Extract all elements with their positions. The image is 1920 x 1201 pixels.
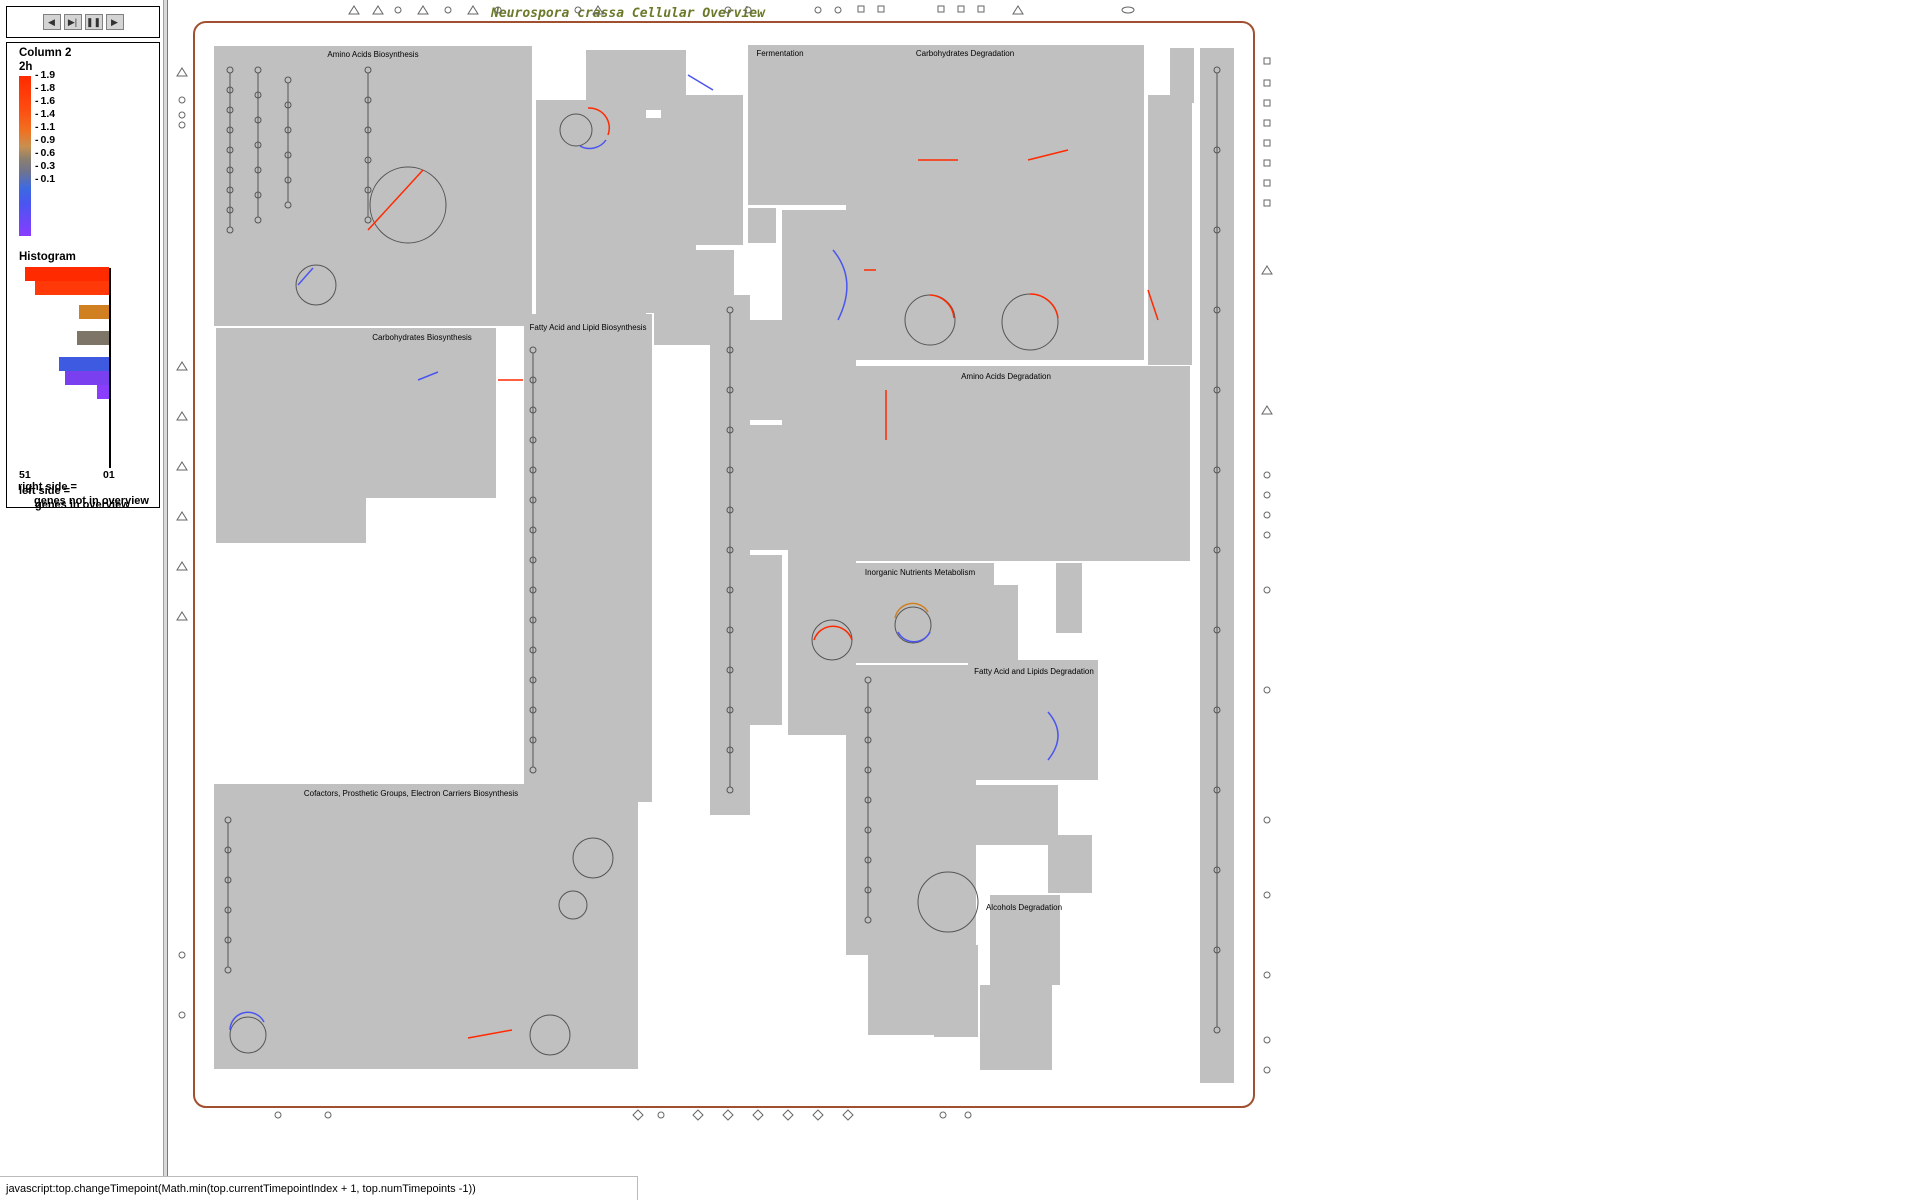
legend-tick: 0.9 [35, 134, 55, 146]
region-block[interactable] [968, 785, 1058, 845]
histogram-title: Histogram [19, 251, 76, 263]
region-label: Amino Acids Degradation [961, 372, 1051, 381]
region-block[interactable] [1148, 95, 1192, 365]
region-block[interactable] [868, 950, 936, 1035]
legend-tick: 1.1 [35, 121, 55, 133]
region-amino-acids-biosynthesis[interactable] [214, 46, 532, 326]
histogram-axis [109, 268, 111, 468]
region-block[interactable] [782, 210, 856, 540]
legend-note: genes not in overview [34, 494, 149, 508]
region-block[interactable] [1056, 563, 1082, 633]
region-block[interactable] [748, 555, 782, 725]
histogram-bar [79, 305, 109, 319]
legend-tick: 0.6 [35, 147, 55, 159]
histogram-bar [59, 357, 109, 371]
region-block[interactable] [980, 985, 1052, 1070]
region-fermentation[interactable] [748, 45, 846, 205]
legend-tick: 1.8 [35, 82, 55, 94]
status-bar: javascript:top.changeTimepoint(Math.min(… [0, 1176, 638, 1200]
region-block[interactable] [748, 320, 782, 420]
region-label: Fatty Acid and Lipid Biosynthesis [530, 323, 647, 332]
legend-tick: 1.6 [35, 95, 55, 107]
transporter-triangle [373, 6, 383, 14]
histogram-right-label: 01 [103, 469, 115, 481]
region-label: Fermentation [756, 49, 803, 58]
region-block[interactable] [1170, 48, 1194, 103]
region-cofactors-biosynthesis[interactable] [214, 784, 638, 1069]
region-fatty-acid-degradation[interactable] [968, 660, 1098, 780]
diagram-title: Neurospora crassa Cellular Overview [490, 6, 766, 21]
legend-note: right side = [18, 480, 77, 494]
legend-tick: 1.4 [35, 108, 55, 120]
region-label: Alcohols Degradation [986, 903, 1062, 912]
pause-button[interactable]: ❚❚ [85, 14, 103, 30]
region-label: Fatty Acid and Lipids Degradation [974, 667, 1094, 676]
legend-frame: ◀ ▶| ❚❚ ▶ Column 2 2h 1.9 1.8 1.6 1.4 1.… [0, 0, 163, 1200]
region-label: Carbohydrates Degradation [916, 49, 1014, 58]
region-carbohydrates-degradation[interactable] [846, 45, 1144, 360]
legend-tick: 1.9 [35, 69, 55, 81]
color-legend: Column 2 2h 1.9 1.8 1.6 1.4 1.1 0.9 0.6 … [6, 42, 160, 508]
region-label: Inorganic Nutrients Metabolism [865, 568, 976, 577]
region-block[interactable] [748, 208, 776, 243]
next-timepoint-button[interactable]: ▶ [106, 14, 124, 30]
legend-tick: 0.1 [35, 173, 55, 185]
pathway-regions [214, 45, 1234, 1083]
region-block[interactable] [661, 95, 743, 245]
region-amino-acids-degradation[interactable] [846, 366, 1190, 561]
histogram-bar [65, 371, 109, 385]
legend-subtitle: 2h [19, 61, 32, 73]
region-block[interactable] [1048, 835, 1092, 893]
legend-tick: 0.3 [35, 160, 55, 172]
color-scale-bar [19, 76, 31, 236]
region-carbohydrates-biosynthesis[interactable] [348, 328, 496, 498]
histogram-bar [35, 281, 109, 295]
transporter-triangle [349, 6, 359, 14]
region-block[interactable] [216, 328, 366, 543]
region-label: Carbohydrates Biosynthesis [372, 333, 472, 342]
region-block[interactable] [934, 945, 978, 1037]
region-label: Amino Acids Biosynthesis [327, 50, 418, 59]
legend-title: Column 2 [19, 47, 71, 59]
histogram-bar [77, 331, 109, 345]
region-fatty-acid-biosynthesis[interactable] [524, 314, 652, 802]
histogram-bar [25, 267, 109, 281]
play-button[interactable]: ▶| [64, 14, 82, 30]
transporter-circle [395, 7, 401, 13]
previous-timepoint-button[interactable]: ◀ [43, 14, 61, 30]
region-block[interactable] [958, 585, 1018, 660]
histogram-bar [97, 385, 109, 399]
cellular-overview-diagram: Neurospora crassa Cellular Overview [168, 0, 1288, 1140]
timepoint-controls: ◀ ▶| ❚❚ ▶ [6, 6, 160, 38]
region-label: Cofactors, Prosthetic Groups, Electron C… [304, 789, 518, 798]
